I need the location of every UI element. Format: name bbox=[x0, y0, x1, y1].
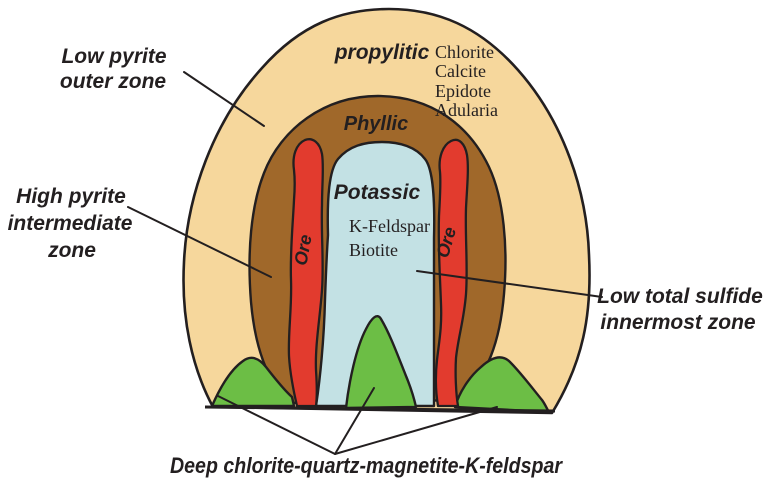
potassic-zone-shape bbox=[314, 140, 436, 408]
propylitic-zone-label: propylitic bbox=[334, 41, 430, 64]
green-mound-middle bbox=[344, 315, 418, 410]
phyllic-zone-label: Phyllic bbox=[344, 113, 408, 135]
mineral-epidote: Epidote bbox=[435, 81, 491, 101]
mineral-calcite: Calcite bbox=[435, 61, 486, 81]
high-pyrite-label-line1: High pyrite bbox=[16, 185, 126, 208]
leader-deep-middle bbox=[334, 387, 375, 455]
mineral-adularia: Adularia bbox=[435, 100, 498, 120]
potassic-zone-label: Potassic bbox=[334, 181, 421, 204]
ore-body-right bbox=[434, 138, 469, 408]
mineral-kfeldspar: K-Feldspar bbox=[349, 216, 430, 236]
green-mound-left bbox=[210, 356, 296, 408]
deep-chlorite-label: Deep chlorite-quartz-magnetite-K-feldspa… bbox=[170, 453, 563, 478]
baseline bbox=[204, 405, 556, 413]
green-mound-right bbox=[453, 356, 551, 414]
mineral-chlorite: Chlorite bbox=[435, 42, 494, 62]
leader-deep-right bbox=[334, 406, 498, 455]
ore-body-left bbox=[287, 138, 325, 408]
low-sulfide-label-line2: innermost zone bbox=[600, 311, 756, 334]
leader-low-sulfide bbox=[416, 270, 603, 298]
low-pyrite-label-line1: Low pyrite bbox=[61, 45, 166, 68]
leader-deep-left bbox=[217, 395, 336, 455]
low-pyrite-label-line2: outer zone bbox=[60, 70, 166, 93]
low-sulfide-label-line1: Low total sulfide bbox=[597, 285, 763, 308]
leader-high-pyrite bbox=[127, 206, 272, 278]
high-pyrite-label-line3: zone bbox=[47, 239, 96, 262]
high-pyrite-label-line2: intermediate bbox=[8, 212, 133, 235]
leader-low-pyrite bbox=[183, 71, 265, 127]
mineral-biotite: Biotite bbox=[349, 240, 398, 260]
